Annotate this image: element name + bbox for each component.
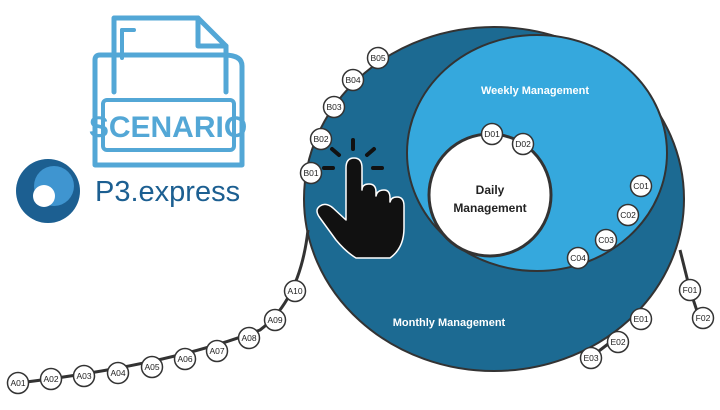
step-node: C01 <box>629 174 653 198</box>
step-node-label: A06 <box>177 354 192 364</box>
step-node-label: B01 <box>303 168 318 178</box>
step-node-circle <box>72 364 96 388</box>
step-node: A03 <box>72 364 96 388</box>
step-node-circle <box>678 278 702 302</box>
step-node-circle <box>594 228 618 252</box>
step-node-circle <box>566 246 590 270</box>
tap-hand-icon <box>316 138 405 259</box>
scenario-label: SCENARIO <box>89 111 247 144</box>
step-node-label: A04 <box>110 368 125 378</box>
step-node-label: A02 <box>43 374 58 384</box>
step-node-label: B03 <box>326 102 341 112</box>
step-node-circle <box>629 307 653 331</box>
step-node-circle <box>309 127 333 151</box>
step-node: A09 <box>263 308 287 332</box>
daily-management-label-line1: Daily <box>476 183 505 197</box>
step-node: A02 <box>39 367 63 391</box>
step-node-label: E03 <box>583 353 598 363</box>
step-node-label: A01 <box>10 378 25 388</box>
scenario-label-box <box>101 98 236 152</box>
step-node: A08 <box>237 326 261 350</box>
step-node-label: A03 <box>76 371 91 381</box>
step-node-circle <box>299 161 323 185</box>
step-node-label: A09 <box>267 315 282 325</box>
step-node: E02 <box>606 330 630 354</box>
step-node-circle <box>263 308 287 332</box>
step-node-label: B02 <box>313 134 328 144</box>
step-node: B02 <box>309 127 333 151</box>
step-node-circle <box>511 132 535 156</box>
step-node-label: F02 <box>696 313 711 323</box>
step-node: D02 <box>511 132 535 156</box>
step-node: B01 <box>299 161 323 185</box>
step-node: F01 <box>678 278 702 302</box>
folder-document-icon <box>92 15 245 168</box>
step-group-a: A01 A02 A03 A04 A05 A06 A07 A08 A09 A10 <box>6 279 307 395</box>
monthly-management-label: Monthly Management <box>393 317 506 329</box>
step-node-circle <box>237 326 261 350</box>
step-node-label: C01 <box>633 181 649 191</box>
step-node: C03 <box>594 228 618 252</box>
step-node: A04 <box>106 361 130 385</box>
weekly-management-label: Weekly Management <box>481 85 589 97</box>
step-node: F02 <box>691 306 715 330</box>
step-node-label: B04 <box>345 75 360 85</box>
step-node-circle <box>579 346 603 370</box>
step-node-label: B05 <box>370 53 385 63</box>
step-node: B03 <box>322 95 346 119</box>
step-group-b: B01 B02 B03 B04 B05 <box>299 46 390 185</box>
step-node-circle <box>341 68 365 92</box>
step-node-circle <box>205 339 229 363</box>
step-node: A05 <box>140 355 164 379</box>
step-node-circle <box>691 306 715 330</box>
step-node: B05 <box>366 46 390 70</box>
step-node-label: A10 <box>287 286 302 296</box>
step-node: A06 <box>173 347 197 371</box>
step-node-circle <box>629 174 653 198</box>
step-node-circle <box>322 95 346 119</box>
step-node-label: F01 <box>683 285 698 295</box>
step-node-circle <box>366 46 390 70</box>
step-node-label: D01 <box>484 129 500 139</box>
step-node-circle <box>480 122 504 146</box>
step-node-label: A08 <box>241 333 256 343</box>
step-node: A07 <box>205 339 229 363</box>
step-node-circle <box>173 347 197 371</box>
step-node: E03 <box>579 346 603 370</box>
step-node-circle <box>140 355 164 379</box>
step-node: C02 <box>616 203 640 227</box>
step-node-circle <box>606 330 630 354</box>
step-node: A01 <box>6 371 30 395</box>
step-node-circle <box>106 361 130 385</box>
step-node-label: A07 <box>209 346 224 356</box>
step-node: E01 <box>629 307 653 331</box>
step-node-label: E02 <box>610 337 625 347</box>
step-node-label: C04 <box>570 253 586 263</box>
p3express-logo-icon <box>16 159 80 223</box>
brand-name: P3.express <box>95 176 240 208</box>
step-node-label: C02 <box>620 210 636 220</box>
monthly-entry-line <box>17 229 310 385</box>
step-node-circle <box>616 203 640 227</box>
step-node-label: D02 <box>515 139 531 149</box>
step-node-label: A05 <box>144 362 159 372</box>
step-node-circle <box>6 371 30 395</box>
step-node: A10 <box>283 279 307 303</box>
step-node: D01 <box>480 122 504 146</box>
step-node: B04 <box>341 68 365 92</box>
step-node-circle <box>283 279 307 303</box>
step-node: C04 <box>566 246 590 270</box>
step-node-label: C03 <box>598 235 614 245</box>
daily-management-label-line2: Management <box>453 201 526 215</box>
step-node-circle <box>39 367 63 391</box>
step-node-label: E01 <box>633 314 648 324</box>
